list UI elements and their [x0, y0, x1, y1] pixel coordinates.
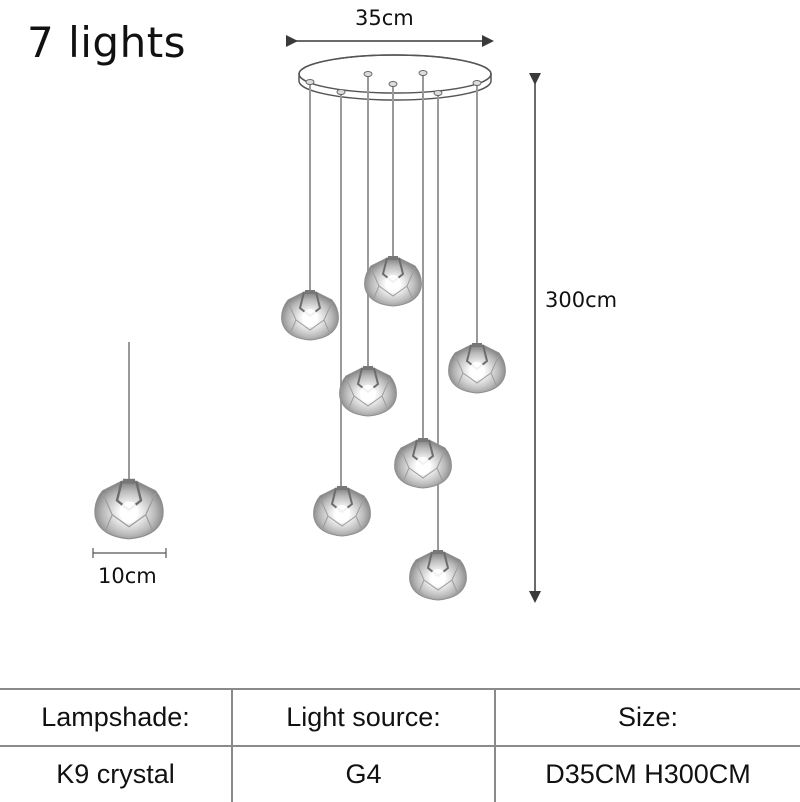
spec-header-row: Lampshade: Light source: Size: [0, 688, 800, 747]
canopy-width-label: 35cm [355, 6, 414, 30]
page-title: 7 lights [27, 18, 187, 67]
shade-width-label: 10cm [98, 564, 157, 588]
spec-value-row: K9 crystal G4 D35CM H300CM [0, 745, 800, 802]
ceiling-canopy [298, 54, 492, 101]
chandelier-diagram [92, 35, 541, 603]
header-size: Size: [494, 688, 800, 747]
spec-table: Lampshade: Light source: Size: K9 crysta… [0, 688, 800, 802]
header-light-source: Light source: [231, 688, 496, 747]
value-light-source: G4 [231, 745, 496, 802]
header-lampshade: Lampshade: [0, 688, 233, 747]
height-label: 300cm [545, 288, 618, 312]
value-lampshade: K9 crystal [0, 745, 233, 802]
value-size: D35CM H300CM [494, 745, 800, 802]
